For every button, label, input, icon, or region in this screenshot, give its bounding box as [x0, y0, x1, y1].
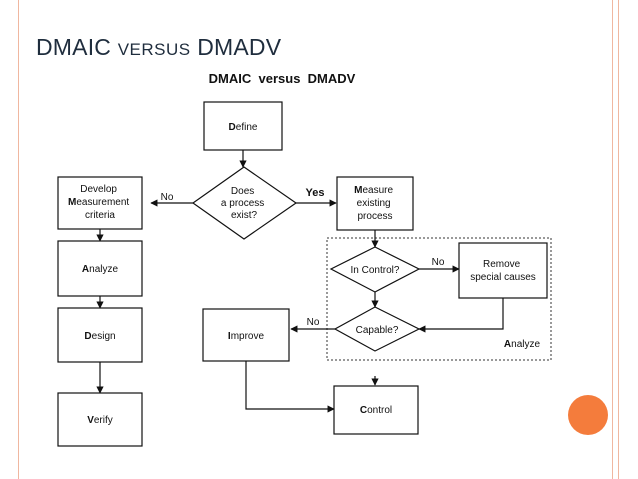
edge-improve-to-control: [245, 361, 335, 413]
node-design: [57, 307, 143, 363]
node-control: [333, 385, 419, 435]
edge-label-no-in-control: No: [432, 257, 445, 268]
label-analyze-left: Analyze: [82, 264, 119, 275]
node-decision-exists: [191, 166, 298, 240]
node-capable: [333, 306, 421, 352]
decor-line-left: [18, 0, 19, 479]
edge-label-no-capable: No: [307, 317, 320, 328]
slide-title-part2: VERSUS: [117, 40, 191, 59]
label-improve: Improve: [228, 331, 265, 342]
label-define: Define: [229, 122, 258, 133]
node-develop-measurement-criteria: [57, 176, 143, 230]
edge-label-yes: Yes: [306, 187, 325, 199]
label-capable: Capable?: [356, 325, 399, 336]
node-verify: [57, 392, 143, 447]
label-remove-special-causes: Remove special causes: [470, 259, 536, 283]
edge-remove-to-capable: [418, 298, 504, 333]
label-verify: Verify: [87, 415, 113, 426]
edge-label-no-left: No: [161, 192, 174, 203]
label-design: Design: [84, 331, 115, 342]
node-define: [203, 101, 283, 151]
diagram-heading: DMAIC versus DMADV: [209, 71, 356, 86]
analyze-region: [326, 237, 552, 361]
label-in-control: In Control?: [351, 265, 400, 276]
slide-title-part1: DMAIC: [36, 34, 118, 60]
decor-line-right-2: [618, 0, 619, 479]
node-analyze-left: [57, 240, 143, 297]
node-in-control: [329, 246, 421, 293]
label-develop-measurement-criteria: Develop Measurement criteria: [68, 184, 132, 221]
label-control: Control: [360, 405, 392, 416]
decor-line-right: [612, 0, 613, 479]
node-measure-existing-process: [336, 176, 414, 231]
label-analyze-right: Analyze: [504, 339, 541, 350]
slide-title: DMAIC VERSUS DMADV: [36, 34, 281, 61]
node-remove-special-causes: [458, 242, 548, 299]
label-decision-exists: Does a process exist?: [221, 186, 267, 221]
label-measure-existing-process: Measure existing process: [354, 185, 396, 222]
node-improve: [202, 308, 290, 362]
slide-title-part3: DMADV: [190, 34, 282, 60]
orange-circle-decoration: [568, 395, 608, 435]
